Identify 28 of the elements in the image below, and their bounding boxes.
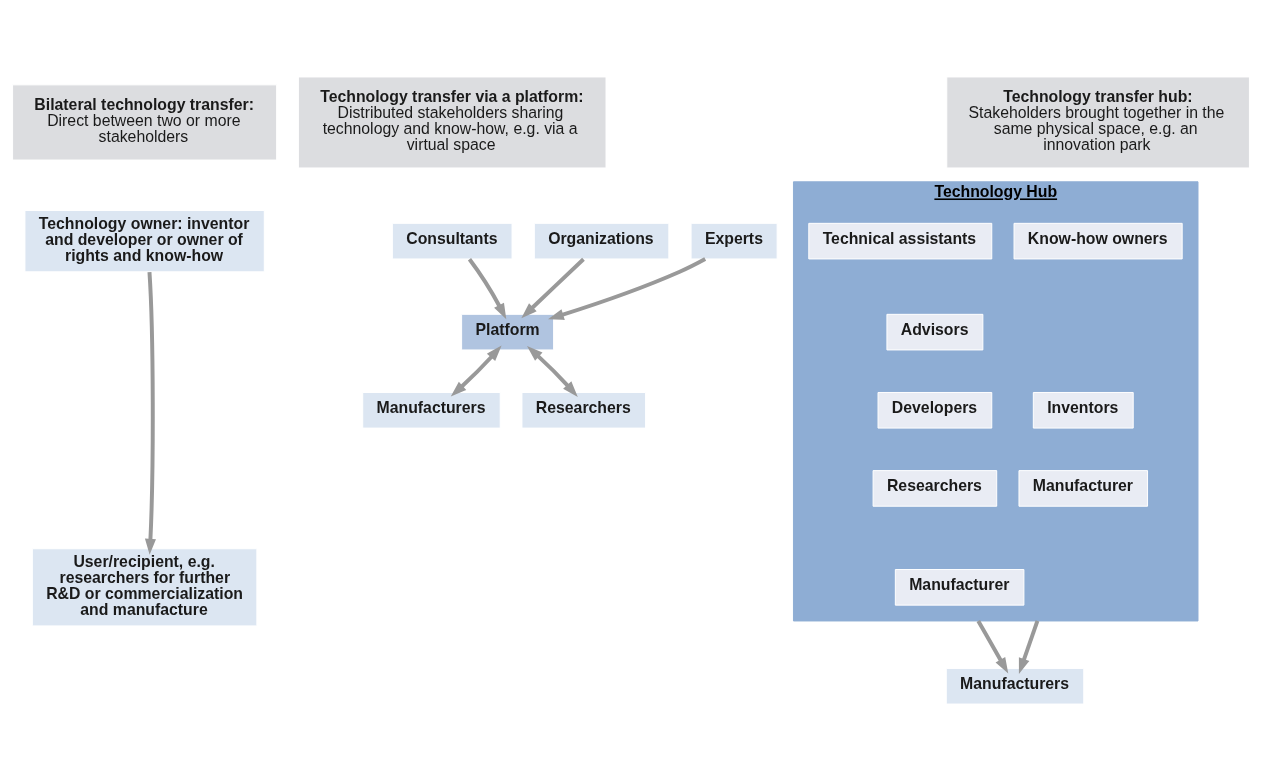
node-box: Platform bbox=[461, 313, 555, 350]
node-box: Researchers bbox=[521, 391, 647, 429]
node-box: Technology transfer hub: Stakeholders brought together in the same physical space, e.g. an innovation park bbox=[946, 75, 1250, 168]
node-box: Manufacturer bbox=[1018, 469, 1149, 507]
node-box: Advisors bbox=[886, 313, 984, 350]
arrow bbox=[1018, 619, 1040, 674]
node-box: Technical assistants bbox=[808, 222, 993, 259]
arrow bbox=[144, 271, 156, 555]
arrow bbox=[527, 345, 578, 397]
node-box: Organizations bbox=[533, 222, 670, 259]
arrow bbox=[450, 345, 502, 396]
arrow bbox=[547, 256, 707, 320]
node-box: Technology owner: inventor and developer or owner of rights and know-how bbox=[24, 209, 265, 272]
arrow bbox=[467, 257, 507, 319]
arrow bbox=[976, 619, 1009, 673]
node-box: Manufacturer bbox=[894, 568, 1025, 606]
node-box: Manufacturers bbox=[362, 391, 501, 429]
node-box: Manufacturers bbox=[945, 667, 1085, 705]
node-box: Bilateral technology transfer: Direct between two or more stakeholders bbox=[12, 83, 278, 161]
arrow bbox=[521, 257, 585, 318]
node-box: Experts bbox=[690, 222, 778, 259]
node-box: Researchers bbox=[872, 469, 998, 507]
node-box: Know-how owners bbox=[1013, 222, 1183, 259]
node-box: Developers bbox=[877, 391, 993, 429]
node-box: Technology transfer via a platform: Distributed stakeholders sharing technology and know-how, e.g. via a virtual space bbox=[297, 75, 607, 168]
node-box: Inventors bbox=[1032, 391, 1134, 429]
node-box: User/recipient, e.g. researchers for further R&D or commercialization and manufacture bbox=[31, 547, 258, 626]
node-box: Consultants bbox=[391, 222, 513, 259]
